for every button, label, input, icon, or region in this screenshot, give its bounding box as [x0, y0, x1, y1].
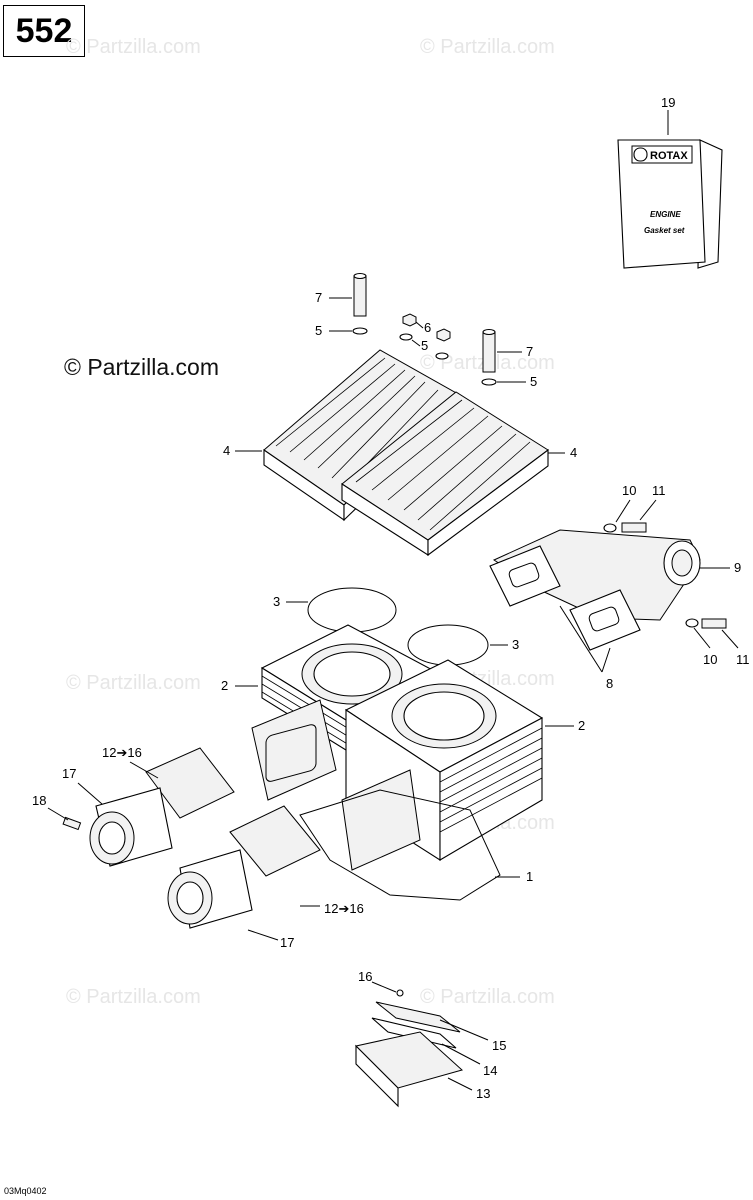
intake-manifold-lower: [167, 849, 253, 929]
callout-5: 5: [315, 323, 322, 338]
intake-bolt: [62, 816, 82, 831]
callout-12-16: 12➔16: [324, 901, 364, 916]
reed-valve-lower: [229, 805, 321, 877]
intake-manifold-upper: [89, 787, 173, 867]
watermark: © Partzilla.com: [66, 986, 201, 1008]
callout-4: 4: [223, 443, 230, 458]
exhaust-manifold: [489, 522, 727, 651]
nuts-and-washers: [399, 313, 451, 360]
callout-2: 2: [578, 718, 585, 733]
exhaust-gasket-lower: [569, 589, 641, 651]
callout-11: 11: [652, 483, 666, 498]
intake-port-left: [251, 699, 337, 801]
page-number: 552: [3, 5, 85, 57]
leader-lines: [47, 110, 739, 1091]
callout-18: 18: [32, 793, 46, 808]
gasket-set-booklet: ROTAX ENGINE Gasket set: [617, 139, 723, 269]
watermark: © Partzilla.com: [420, 36, 555, 58]
callout-9: 9: [734, 560, 741, 575]
stud-left: [352, 272, 368, 335]
callout-14: 14: [483, 1063, 497, 1078]
callout-16: 16: [358, 969, 372, 984]
reed-valve-upper: [145, 747, 235, 819]
watermark: © Partzilla.com: [66, 36, 201, 58]
callout-4: 4: [570, 445, 577, 460]
callout-1: 1: [526, 869, 533, 884]
callout-19: 19: [661, 95, 675, 110]
callout-8: 8: [606, 676, 613, 691]
callout-5: 5: [421, 338, 428, 353]
callout-6: 6: [424, 320, 431, 335]
base-gasket: [299, 789, 501, 901]
diagram-code: 03Mq0402: [4, 1186, 47, 1196]
watermark: © Partzilla.com: [66, 672, 201, 694]
callout-15: 15: [492, 1038, 506, 1053]
cylinder-head-right: [341, 391, 549, 557]
head-gasket-oring-right: [407, 624, 489, 666]
callout-labels: 19 7 5 6 5 7 5 4 4 10 11 9 10 11 3 3 8 2…: [32, 95, 750, 1101]
rotax-logo-icon: [633, 147, 648, 162]
callout-12-16: 12➔16: [102, 745, 142, 760]
booklet-title: ENGINE: [650, 210, 681, 219]
washer-left: [352, 327, 368, 335]
callout-10: 10: [622, 483, 636, 498]
watermark-dark: © Partzilla.com: [64, 354, 219, 380]
callout-17: 17: [62, 766, 76, 781]
callout-10: 10: [703, 652, 717, 667]
callout-3: 3: [512, 637, 519, 652]
booklet-brand: ROTAX: [650, 150, 688, 162]
callout-7: 7: [315, 290, 322, 305]
callout-11: 11: [736, 652, 750, 667]
callout-3: 3: [273, 594, 280, 609]
callout-13: 13: [476, 1086, 490, 1101]
callout-7: 7: [526, 344, 533, 359]
reed-valve-exploded: [354, 989, 464, 1108]
booklet-subtitle: Gasket set: [644, 226, 685, 235]
callout-17: 17: [280, 935, 294, 950]
callout-5: 5: [530, 374, 537, 389]
watermark: © Partzilla.com: [420, 986, 555, 1008]
callout-2: 2: [221, 678, 228, 693]
head-gasket-oring-left: [307, 587, 397, 633]
exhaust-gasket-upper: [489, 545, 561, 607]
stud-right: [481, 328, 497, 386]
